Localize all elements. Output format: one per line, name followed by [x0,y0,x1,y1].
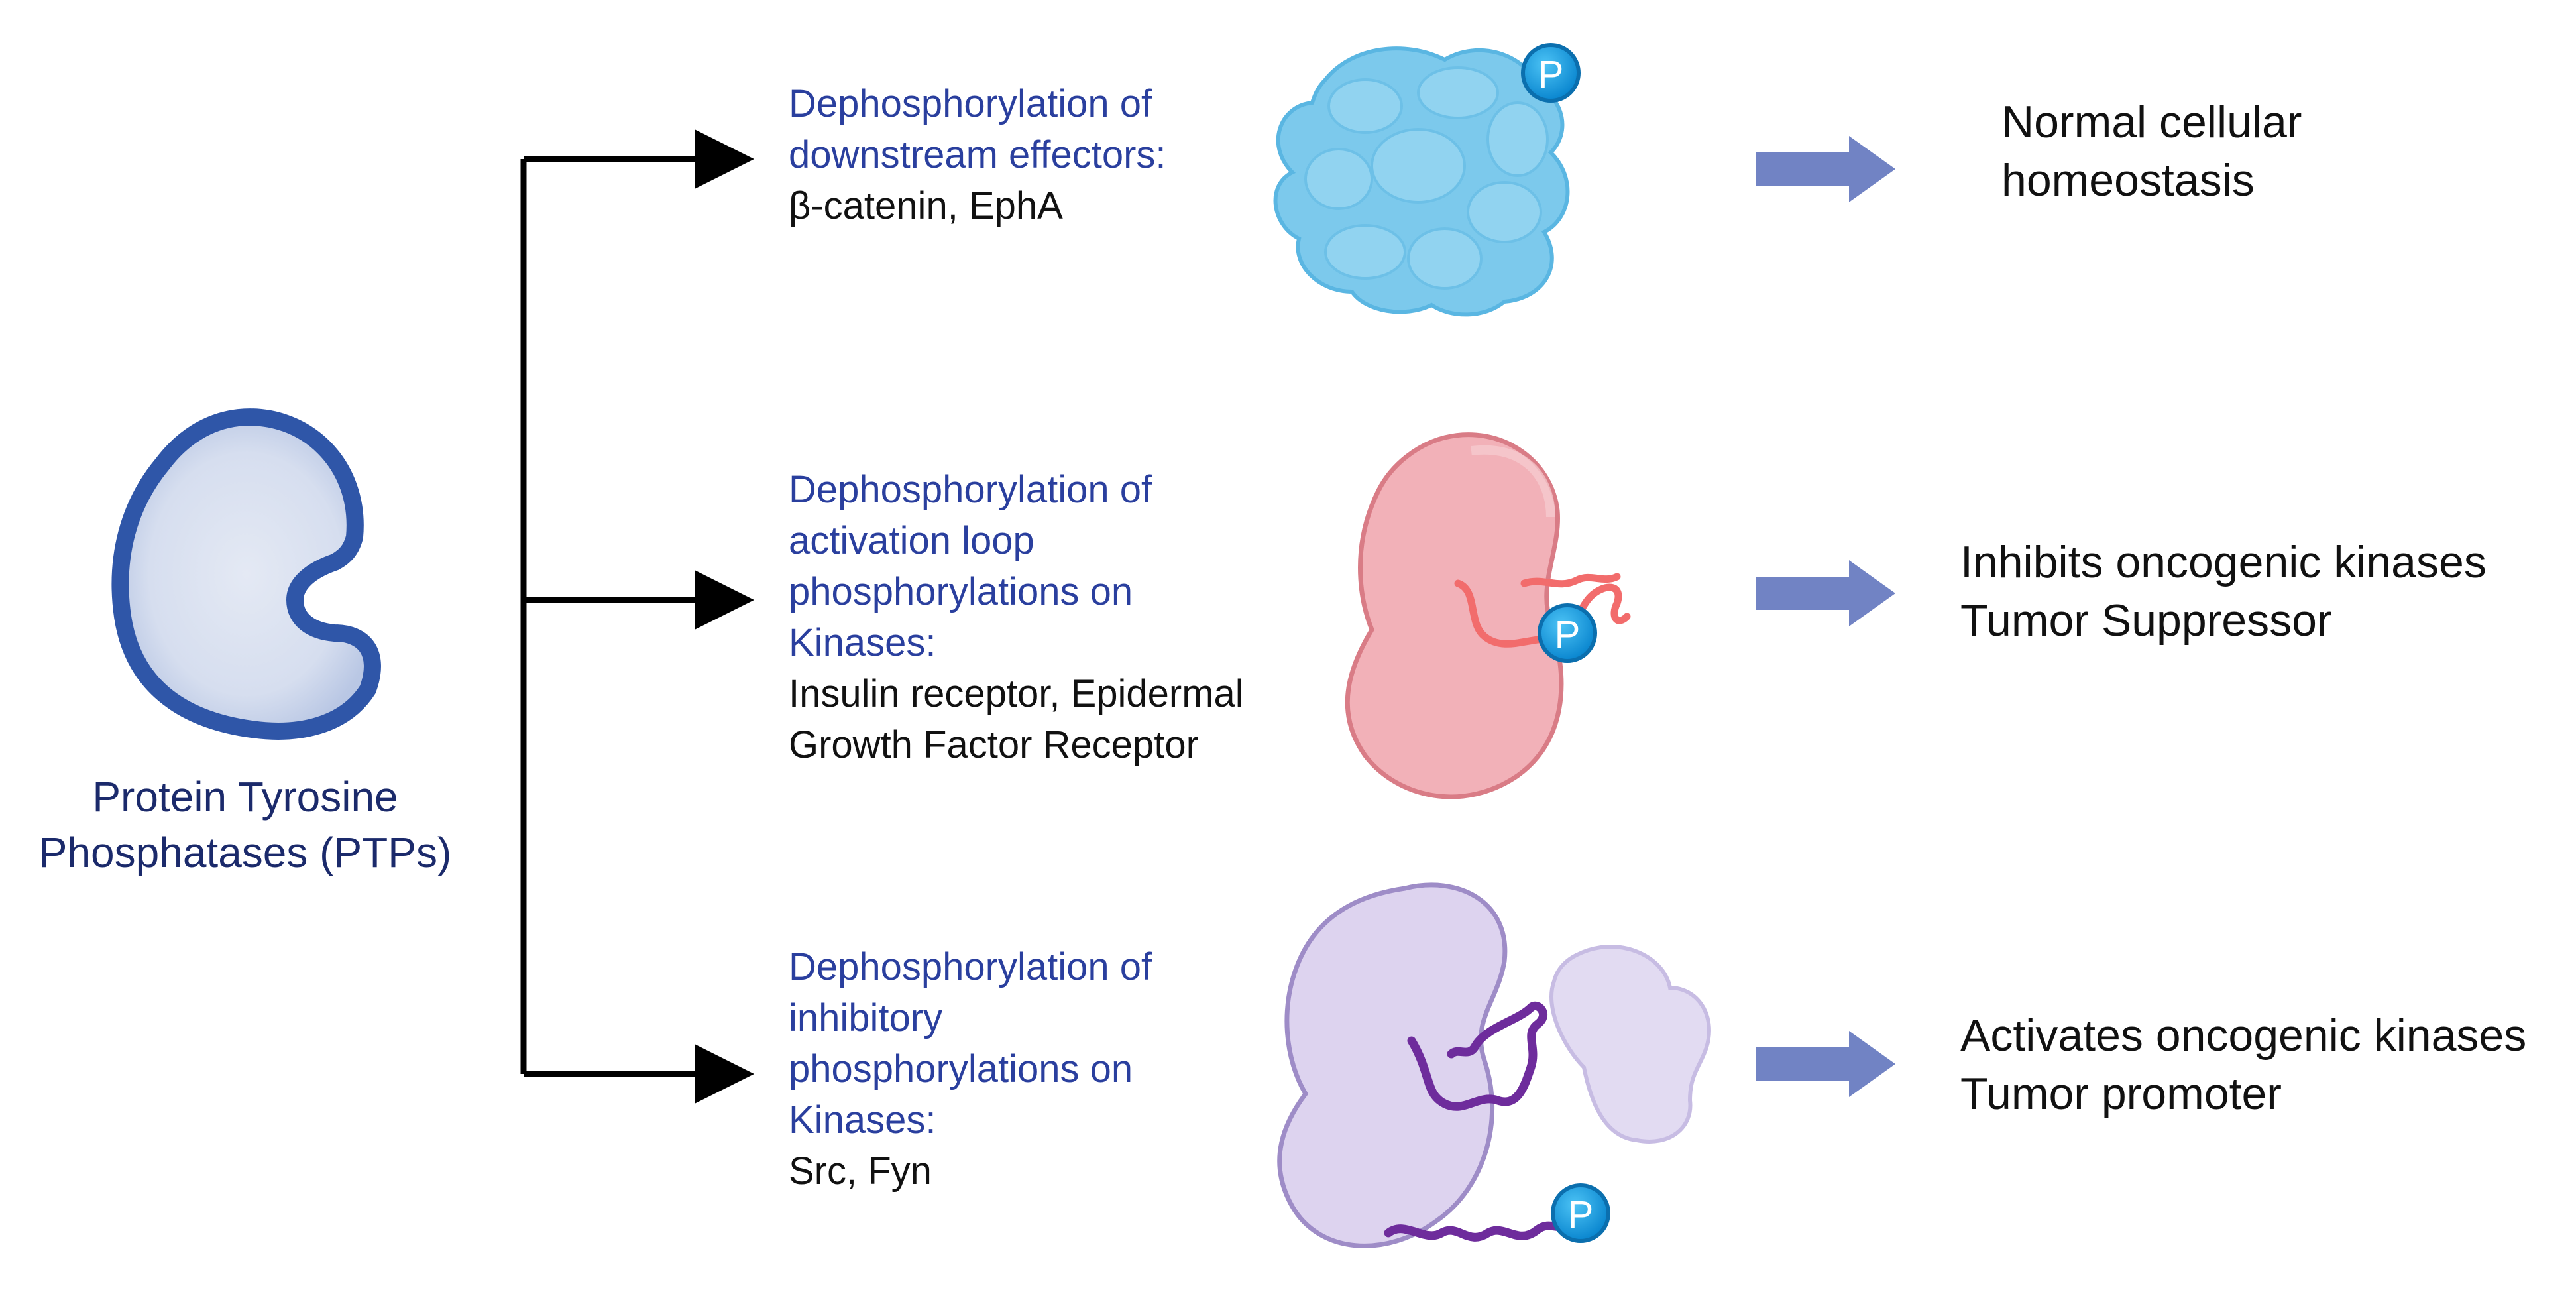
outcome-2-line: Tumor Suppressor [1960,595,2332,646]
phospho-badge-effector: P [1521,43,1581,103]
ptp-label-line-2: Phosphatases (PTPs) [38,829,452,876]
block-arrows [1756,136,1895,1097]
branch-3-title-line: Kinases: [789,1098,936,1142]
svg-text:P: P [1538,53,1564,96]
ptp-kidney-shaped-phosphatase-icon [111,408,381,740]
outcome-2-line: Inhibits oncogenic kinases [1960,537,2487,587]
outcome-1-line: homeostasis [2001,155,2255,206]
branch-2-title-line: Dephosphorylation of [789,468,1152,511]
phospho-badge-kinase-active: P [1538,603,1597,663]
branch-2-title-line: activation loop [789,519,1035,562]
outcome-2: Inhibits oncogenic kinases Tumor Suppres… [1960,533,2487,650]
outcome-3: Activates oncogenic kinases Tumor promot… [1960,1006,2526,1123]
branch-2-examples-line: Growth Factor Receptor [789,723,1199,766]
branch-1-title-line: downstream effectors: [789,133,1166,176]
block-arrow-2 [1756,560,1895,626]
effector-globular-protein-icon [1273,46,1570,317]
branch-2-examples-line: Insulin receptor, Epidermal [789,672,1244,715]
svg-text:P: P [1568,1193,1594,1236]
block-arrow-1 [1756,136,1895,202]
svg-text:P: P [1555,613,1581,656]
branch-3-description: Dephosphorylation of inhibitory phosphor… [789,941,1152,1197]
outcome-1: Normal cellular homeostasis [2001,93,2302,209]
branch-3-title-line: phosphorylations on [789,1047,1133,1091]
kinase-active-kidney-shaped-kinase-icon [1345,432,1631,799]
branch-1-examples: β-catenin, EphA [789,184,1063,227]
ptp-label-line-1: Protein Tyrosine [92,773,398,821]
ptp-label: Protein Tyrosine Phosphatases (PTPs) [20,769,471,880]
branch-2-title-line: Kinases: [789,621,936,664]
branch-2-title-line: phosphorylations on [789,570,1133,613]
branch-1-description: Dephosphorylation of downstream effector… [789,78,1166,231]
branch-3-title-line: inhibitory [789,996,943,1039]
outcome-3-line: Activates oncogenic kinases [1960,1010,2527,1061]
outcome-1-line: Normal cellular [2001,97,2302,147]
outcome-3-line: Tumor promoter [1960,1069,2282,1119]
branch-3-title-line: Dephosphorylation of [789,945,1152,988]
branch-connector [520,129,754,1104]
phospho-badge-kinase-inhibited: P [1551,1183,1610,1243]
branch-3-examples: Src, Fyn [789,1150,932,1193]
block-arrow-3 [1756,1031,1895,1097]
branch-2-description: Dephosphorylation of activation loop pho… [789,464,1244,770]
branch-1-title-line: Dephosphorylation of [789,82,1152,125]
kinase-inhibited-two-lobe-kinase-icon [1277,882,1711,1248]
